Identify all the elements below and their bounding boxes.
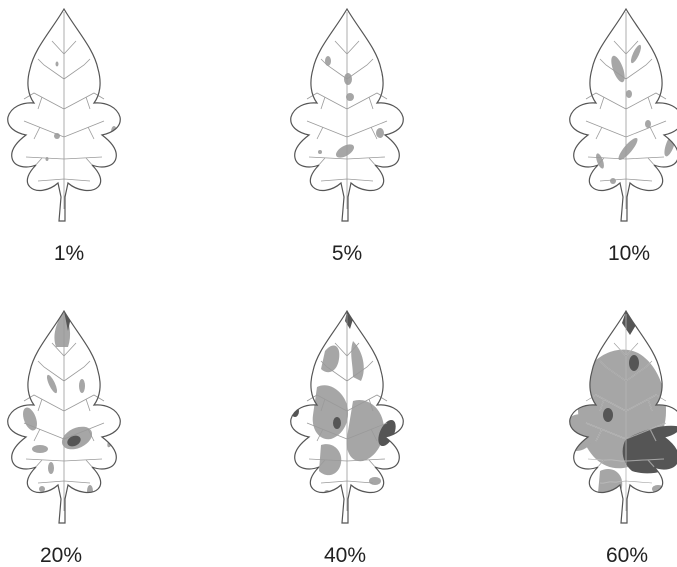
lesion-spot: [79, 379, 85, 393]
severity-label-6: 60%: [606, 544, 648, 567]
severity-label-4: 20%: [40, 544, 82, 567]
lesion-spot: [610, 178, 616, 184]
leaf-10-percent: [569, 8, 677, 222]
leaf-20-percent: [7, 310, 121, 524]
lesion-spot: [23, 407, 37, 431]
lesion-spot: [369, 477, 381, 485]
severity-label-5: 40%: [324, 544, 366, 567]
lesion-spot: [46, 374, 58, 394]
lesion-dark: [629, 355, 639, 371]
lesion-dark: [67, 435, 81, 447]
lesion-spot: [48, 462, 54, 474]
lesion-spot: [45, 157, 49, 161]
lesion-spot: [87, 485, 93, 497]
lesion-spot: [383, 167, 389, 177]
lesions-4: [23, 311, 117, 497]
lesion-spot: [376, 128, 384, 138]
lesions-2: [318, 56, 389, 177]
lesion-spot: [39, 486, 45, 492]
lesion-spot: [626, 90, 632, 98]
leaf-40-percent: [290, 310, 404, 524]
severity-label-3: 10%: [608, 242, 650, 265]
lesion-spot: [630, 44, 642, 64]
lesion-dark: [333, 417, 341, 429]
lesion-dark: [603, 408, 613, 422]
lesion-spot: [324, 490, 330, 496]
lesion-spot: [344, 73, 352, 85]
lesion-spot: [55, 61, 59, 67]
leaf-5-percent: [290, 8, 404, 222]
severity-label-1: 1%: [54, 242, 84, 265]
lesion-blotch: [346, 399, 384, 462]
leaf-1-percent: [7, 8, 121, 222]
lesion-spot: [618, 137, 638, 161]
leaf-60-percent: [569, 310, 677, 524]
lesion-spot: [346, 93, 354, 101]
lesion-blotch: [319, 444, 342, 476]
lesion-spot: [335, 144, 355, 158]
lesion-spot: [32, 445, 48, 453]
lesion-spot: [645, 120, 651, 128]
lesion-spot: [318, 150, 322, 154]
leaf-outline-3: [569, 9, 677, 221]
lesion-spot: [325, 56, 331, 66]
severity-label-2: 5%: [332, 242, 362, 265]
